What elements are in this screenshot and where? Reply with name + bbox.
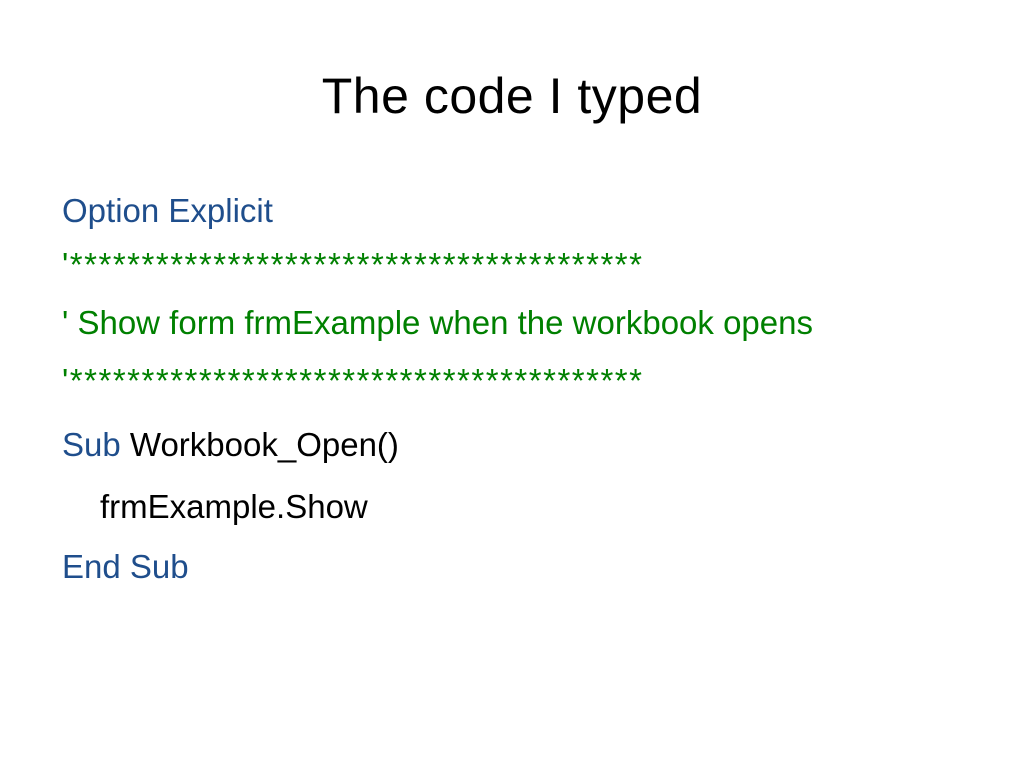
code-line-comment: ' Show form frmExample when the workbook…	[62, 304, 813, 341]
sub-name: Workbook_Open()	[120, 426, 399, 463]
code-line-sub-declaration: Sub Workbook_Open()	[62, 420, 1002, 470]
code-block: Option Explicit '***********************…	[62, 186, 1002, 592]
slide-title: The code I typed	[321, 68, 703, 124]
code-line-end-sub: End Sub	[62, 548, 189, 585]
sub-keyword: Sub	[62, 426, 121, 463]
code-line-comment-stars-bottom: '***************************************…	[62, 362, 644, 399]
code-line-comment-stars-top: '***************************************…	[62, 246, 644, 283]
code-line-body: frmExample.Show	[100, 488, 368, 525]
code-line-option-explicit: Option Explicit	[62, 192, 273, 229]
